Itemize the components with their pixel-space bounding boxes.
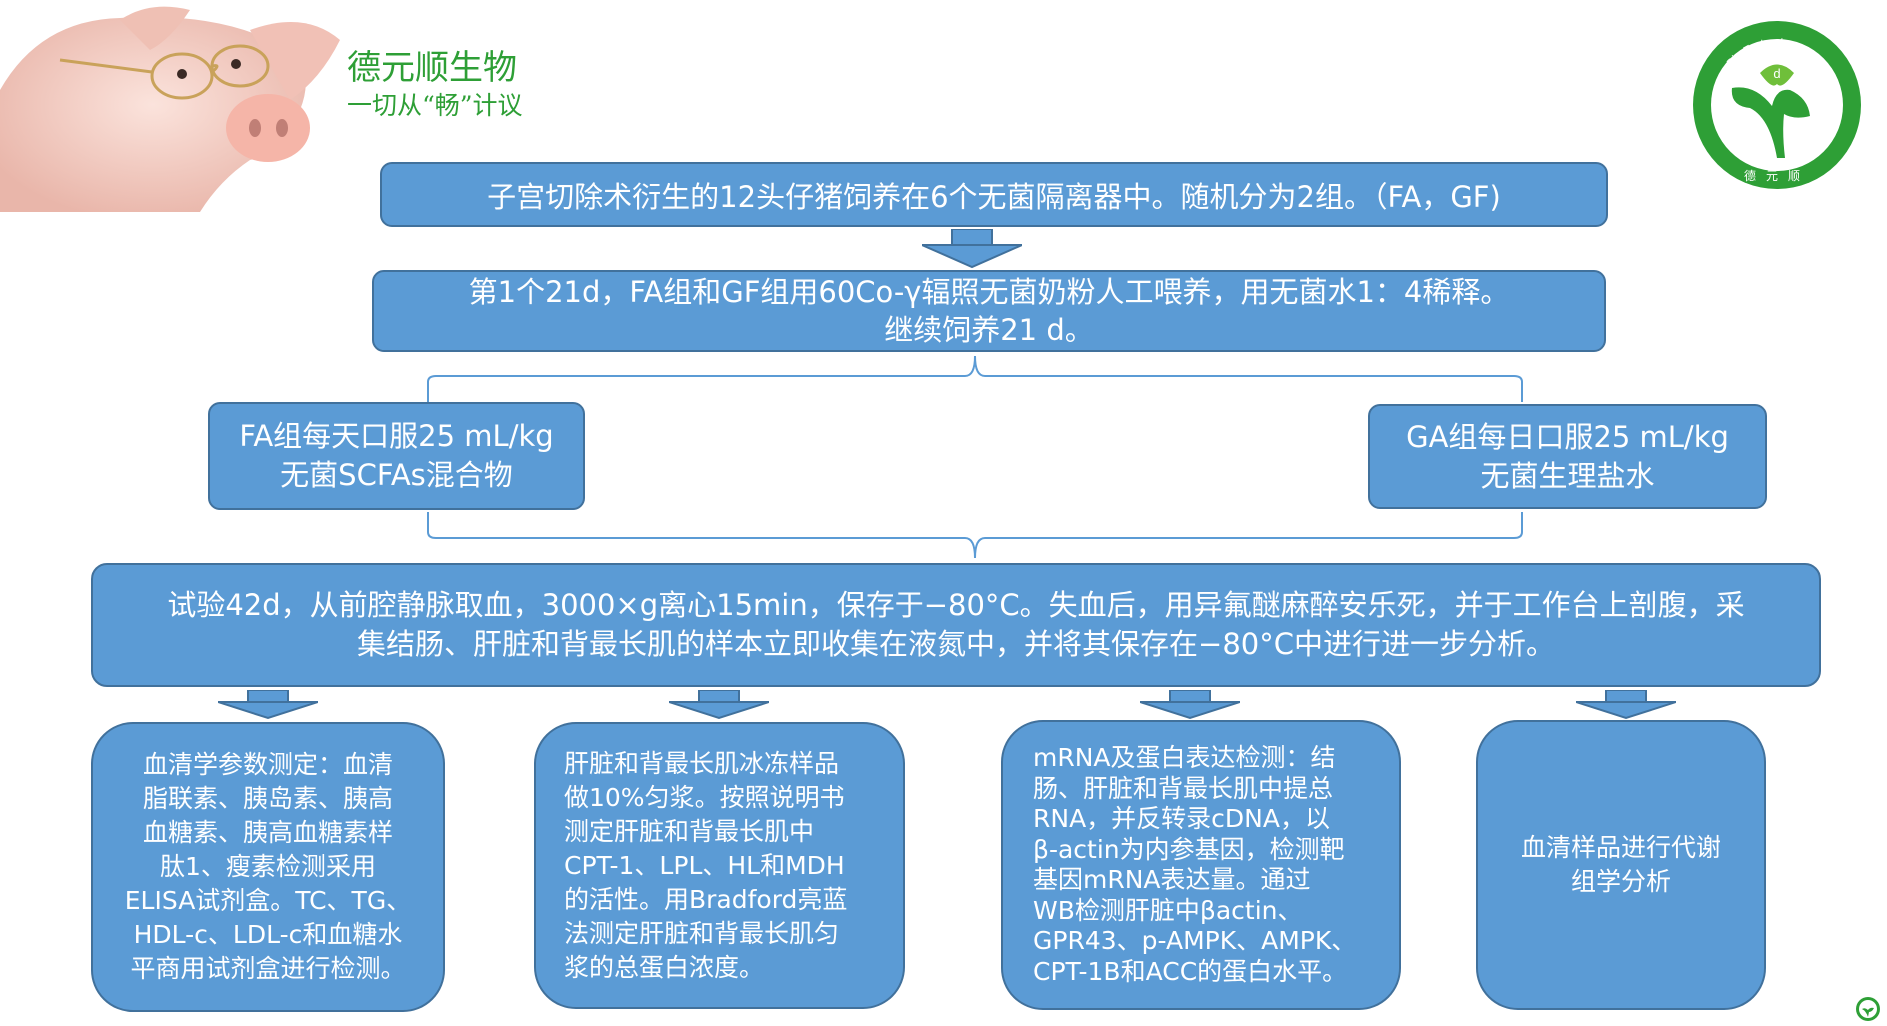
step-artificial-feeding-box: 第1个21d，FA组和GF组用60Co-γ辐照无菌奶粉人工喂养，用无菌水1：4稀… (372, 270, 1606, 352)
output-metabolomics-box: 血清样品进行代谢 组学分析 (1476, 720, 1766, 1010)
output-metabolomics-text: 血清样品进行代谢 组学分析 (1520, 833, 1721, 896)
brand-slogan: 一切从“畅”计议 (347, 91, 523, 120)
branch-ga-box: GA组每日口服25 mL/kg 无菌生理盐水 (1368, 404, 1767, 509)
step-sampling-text: 试验42d，从前腔静脉取血，3000×g离心15min，保存于−80°C。失血后… (167, 588, 1745, 661)
pig-photo (0, 6, 340, 212)
down-arrow-out-2 (669, 690, 769, 720)
merge-bracket (427, 512, 1523, 559)
step-hysterectomy-text: 子宫切除术衍生的12头仔猪饲养在6个无菌隔离器中。随机分为2组。（FA，GF) (487, 179, 1501, 214)
step-hysterectomy-box: 子宫切除术衍生的12头仔猪饲养在6个无菌隔离器中。随机分为2组。（FA，GF) (380, 162, 1608, 227)
down-arrow-out-1 (218, 690, 318, 720)
output-serum-parameters-box: 血清学参数测定：血清 脂联素、胰岛素、胰高 血糖素、胰高血糖素样 肽1、瘦素检测… (91, 722, 445, 1012)
brand-name: 德元顺生物 (347, 48, 517, 88)
step-sampling-box: 试验42d，从前腔静脉取血，3000×g离心15min，保存于−80°C。失血后… (91, 563, 1821, 687)
output-mrna-protein-box: mRNA及蛋白表达检测：结 肠、肝脏和背最长肌中提总 RNA，并反转录cDNA，… (1001, 720, 1401, 1010)
output-enzyme-activity-box: 肝脏和背最长肌冰冻样品 做10%匀浆。按照说明书 测定肝脏和背最长肌中 CPT-… (534, 722, 905, 1009)
down-arrow-out-3 (1140, 690, 1240, 720)
output-enzyme-activity-text: 肝脏和背最长肌冰冻样品 做10%匀浆。按照说明书 测定肝脏和背最长肌中 CPT-… (564, 748, 848, 982)
down-arrow-1 (922, 229, 1022, 269)
down-arrow-out-4 (1576, 690, 1676, 720)
branch-fa-box: FA组每天口服25 mL/kg 无菌SCFAs混合物 (208, 402, 585, 510)
corner-logo-icon (1856, 997, 1880, 1021)
branch-ga-text: GA组每日口服25 mL/kg 无菌生理盐水 (1406, 419, 1729, 493)
company-logo: Bio-Technology d 德元顺 (1693, 21, 1861, 189)
split-bracket (427, 355, 1523, 402)
logo-letter: d (1773, 66, 1780, 81)
logo-bottom-text: 德元顺 (1744, 168, 1810, 183)
step-artificial-feeding-text: 第1个21d，FA组和GF组用60Co-γ辐照无菌奶粉人工喂养，用无菌水1：4稀… (468, 275, 1510, 347)
branch-fa-text: FA组每天口服25 mL/kg 无菌SCFAs混合物 (239, 419, 554, 492)
output-serum-parameters-text: 血清学参数测定：血清 脂联素、胰岛素、胰高 血糖素、胰高血糖素样 肽1、瘦素检测… (124, 750, 412, 983)
output-mrna-protein-text: mRNA及蛋白表达检测：结 肠、肝脏和背最长肌中提总 RNA，并反转录cDNA，… (1033, 743, 1357, 986)
